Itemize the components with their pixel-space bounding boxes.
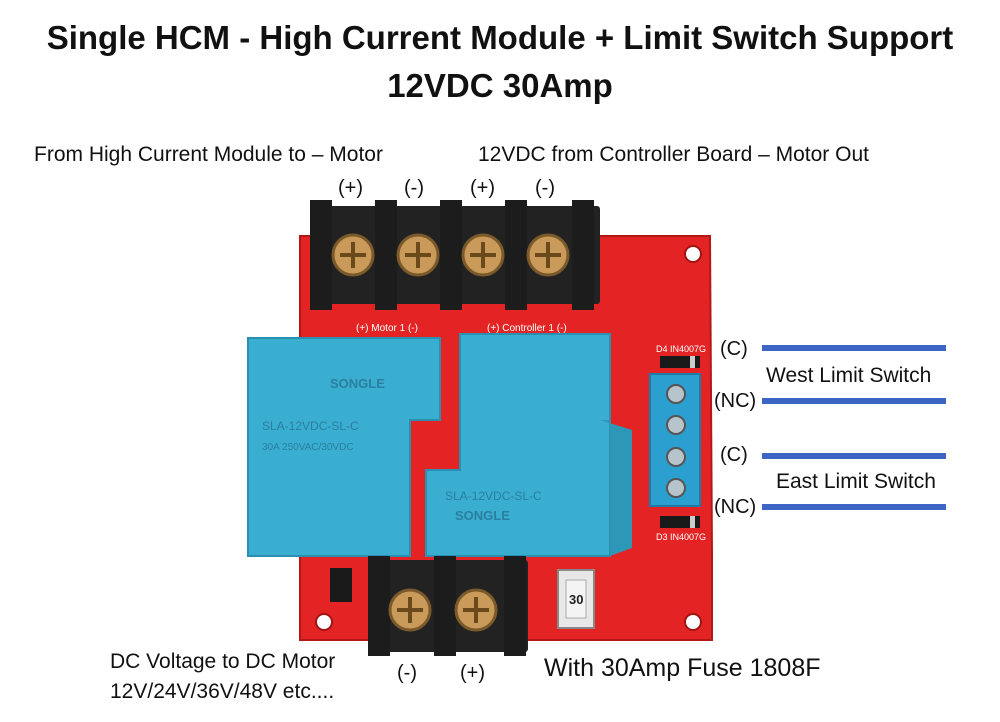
page-subtitle: 12VDC 30Amp xyxy=(387,67,613,104)
east-limit-switch-label: East Limit Switch xyxy=(776,470,936,493)
fuse-label: With 30Amp Fuse 1808F xyxy=(544,654,821,682)
fuse-rating: 30 xyxy=(569,592,583,607)
dc-voltage-label: DC Voltage to DC Motor xyxy=(110,650,336,673)
silk-controller: (+) Controller 1 (-) xyxy=(487,323,567,334)
relay-left-rating: 30A 250VAC/30VDC xyxy=(262,442,354,453)
relay-right: SLA-12VDC-SL-C SONGLE xyxy=(425,333,632,557)
bottom-terminal-block xyxy=(368,556,528,656)
west-c-label: (C) xyxy=(720,338,748,360)
east-c-wire xyxy=(762,453,946,459)
polarity-controller-minus: (-) xyxy=(535,177,555,199)
west-limit-switch-label: West Limit Switch xyxy=(766,364,932,387)
east-c-label: (C) xyxy=(720,444,748,466)
screw-dc-minus xyxy=(388,588,432,632)
transistor xyxy=(330,568,352,602)
relay-left-brand: SONGLE xyxy=(330,376,385,391)
polarity-motor-plus: (+) xyxy=(338,177,363,199)
screw-controller-minus xyxy=(526,233,570,277)
silk-d4: D4 IN4007G xyxy=(656,344,706,354)
relay-right-brand: SONGLE xyxy=(455,508,510,523)
top-terminal-block xyxy=(310,200,600,310)
fuse: 30 xyxy=(557,569,595,629)
dc-voltage-options: 12V/24V/36V/48V etc.... xyxy=(110,680,335,703)
relay-left: SONGLE SLA-12VDC-SL-C 30A 250VAC/30VDC xyxy=(247,337,441,557)
silk-d3: D3 IN4007G xyxy=(656,532,706,542)
screw-motor-plus xyxy=(331,233,375,277)
relay-right-model: SLA-12VDC-SL-C xyxy=(445,489,542,503)
label-motor-output: From High Current Module to – Motor xyxy=(34,143,383,166)
limit-switch-terminal xyxy=(649,373,701,507)
east-nc-wire xyxy=(762,504,946,510)
west-nc-wire xyxy=(762,398,946,404)
relay-left-model: SLA-12VDC-SL-C xyxy=(262,419,359,433)
polarity-dc-plus: (+) xyxy=(460,662,485,684)
polarity-controller-plus: (+) xyxy=(470,177,495,199)
west-nc-label: (NC) xyxy=(714,390,757,412)
label-controller-input: 12VDC from Controller Board – Motor Out xyxy=(478,143,869,166)
west-c-wire xyxy=(762,345,946,351)
screw-dc-plus xyxy=(454,588,498,632)
silk-motor: (+) Motor 1 (-) xyxy=(356,323,418,334)
polarity-dc-minus: (-) xyxy=(397,662,417,684)
screw-motor-minus xyxy=(396,233,440,277)
screw-controller-plus xyxy=(461,233,505,277)
page-title: Single HCM - High Current Module + Limit… xyxy=(46,19,954,56)
polarity-motor-minus: (-) xyxy=(404,177,424,199)
east-nc-label: (NC) xyxy=(714,496,757,518)
